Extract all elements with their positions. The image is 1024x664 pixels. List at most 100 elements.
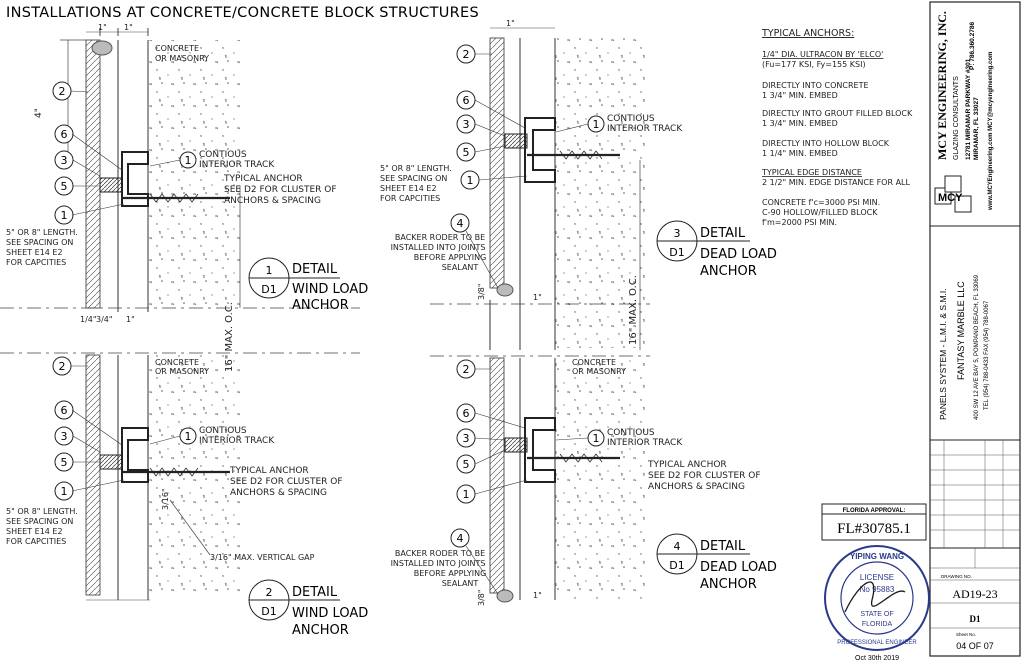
detail-4-drawing <box>430 355 650 603</box>
firm-web: www.MCYEngineering.com MCY@mcyengineerin… <box>988 52 994 211</box>
svg-text:D1: D1 <box>261 605 276 618</box>
callout-1-c2: 1 <box>587 115 605 133</box>
svg-text:6: 6 <box>61 128 68 141</box>
callout-1-a: 1 <box>54 205 74 225</box>
callout-1-c: 1 <box>460 170 480 190</box>
svg-text:WIND LOAD: WIND LOAD <box>292 606 368 621</box>
seal-professional: PROFESSIONAL ENGINEER <box>837 640 917 646</box>
firm-sub: GLAZING CONSULTANTS <box>953 76 960 160</box>
backer-note-c2: INSTALLED INTO JOINTS <box>391 243 486 252</box>
backer-note-d4: SEALANT <box>442 579 479 588</box>
svg-text:1 1/4" MIN. EMBED: 1 1/4" MIN. EMBED <box>762 149 838 158</box>
svg-text:DEAD LOAD: DEAD LOAD <box>700 560 777 575</box>
svg-text:1: 1 <box>593 432 600 445</box>
detail-tags: 1 D1 DETAIL WIND LOAD ANCHOR 2 D1 DETAIL… <box>248 220 777 638</box>
svg-text:3: 3 <box>61 154 68 167</box>
svg-text:ANCHOR: ANCHOR <box>700 577 757 592</box>
svg-text:1: 1 <box>185 154 192 167</box>
backer-note-d3: BEFORE APPLYING <box>414 569 487 578</box>
svg-text:MCY: MCY <box>938 192 963 204</box>
svg-text:DEAD LOAD: DEAD LOAD <box>700 247 777 262</box>
callout-3-c: 3 <box>456 114 476 134</box>
svg-text:1/4" DIA. ULTRACON BY 'ELCO': 1/4" DIA. ULTRACON BY 'ELCO' <box>762 50 883 59</box>
concrete-note-b2: OR MASONRY <box>155 367 209 376</box>
track-d1: CONTIOUS <box>607 428 655 438</box>
backer-note-c3: BEFORE APPLYING <box>414 253 487 262</box>
anchor-note-a3: ANCHORS & SPACING <box>224 196 321 206</box>
detail-tag-1: 1 D1 DETAIL WIND LOAD ANCHOR <box>248 257 368 313</box>
svg-text:2: 2 <box>266 586 273 599</box>
anchor-note-d1: TYPICAL ANCHOR <box>647 460 727 470</box>
anchor-note-a1: TYPICAL ANCHOR <box>223 174 303 184</box>
length-note-a4: FOR CAPCITIES <box>6 258 66 267</box>
callout-5-c: 5 <box>456 142 476 162</box>
svg-text:1: 1 <box>593 118 600 131</box>
svg-text:2: 2 <box>463 48 470 61</box>
dim-quarter: 1/4" <box>80 315 97 324</box>
dim-1in-c: 1" <box>506 19 515 28</box>
seal-license: LICENSE <box>860 573 894 582</box>
anchor-note-a2: SEE D2 FOR CLUSTER OF <box>224 185 337 195</box>
mcy-logo: MCY <box>934 175 972 213</box>
svg-text:D1: D1 <box>261 283 276 296</box>
svg-text:1 3/4" MIN. EMBED: 1 3/4" MIN. EMBED <box>762 91 838 100</box>
detail-tag-4: 4 D1 DETAIL DEAD LOAD ANCHOR <box>656 533 777 592</box>
svg-text:5: 5 <box>61 180 68 193</box>
anchor-note-d3: ANCHORS & SPACING <box>648 482 745 492</box>
seal-number: No 95883 <box>860 585 895 594</box>
svg-text:2: 2 <box>463 363 470 376</box>
svg-text:2 1/2" MIN. EDGE DISTANCE FOR: 2 1/2" MIN. EDGE DISTANCE FOR ALL <box>762 178 911 187</box>
detail-1-drawing <box>0 28 360 312</box>
svg-text:2: 2 <box>59 360 66 373</box>
svg-text:C-90 HOLLOW/FILLED BLOCK: C-90 HOLLOW/FILLED BLOCK <box>762 208 878 217</box>
sheet-number: 04 OF 07 <box>956 641 994 651</box>
callout-3-d: 3 <box>456 428 476 448</box>
svg-text:5: 5 <box>61 456 68 469</box>
max-oc-a: 16" MAX. O.C. <box>224 302 235 372</box>
seal-name: YIPING WANG <box>850 552 904 561</box>
firm-addr2: MIRAMAR, FL 33027 <box>973 97 980 160</box>
track-c1: CONTIOUS <box>607 114 655 124</box>
dim-316: 3/16" <box>161 488 170 510</box>
svg-text:D1: D1 <box>669 246 684 259</box>
track-a1: CONTIOUS <box>199 150 247 160</box>
svg-text:5: 5 <box>463 458 470 471</box>
track-b2: INTERIOR TRACK <box>199 436 275 446</box>
callout-1-b: 1 <box>54 481 74 501</box>
svg-text:FL#30785.1: FL#30785.1 <box>837 521 911 537</box>
annotations: CONCRETE OR MASONRY CONCRETE OR MASONRY … <box>6 19 761 606</box>
length-note-c4: FOR CAPCITIES <box>380 194 440 203</box>
callout-1-d2: 1 <box>587 429 605 447</box>
dim-1in-a2: 1" <box>124 23 133 32</box>
notes-heading: TYPICAL ANCHORS: <box>761 28 854 39</box>
anchor-note-d2: SEE D2 FOR CLUSTER OF <box>648 471 761 481</box>
callouts: 2 6 3 5 1 1 2 6 3 5 1 1 2 6 3 5 1 4 1 2 … <box>52 44 605 548</box>
callout-2-c: 2 <box>456 44 476 64</box>
svg-text:1: 1 <box>467 174 474 187</box>
title-block: MCY MCY ENGINEERING, INC. GLAZING CONSUL… <box>929 1 1021 657</box>
dim-4in: 4" <box>34 108 44 118</box>
dim-38-c: 3/8" <box>477 283 486 300</box>
backer-note-d2: INSTALLED INTO JOINTS <box>391 559 486 568</box>
length-note-a1: 5" OR 8" LENGTH. <box>6 228 78 237</box>
svg-text:DIRECTLY INTO HOLLOW BLOCK: DIRECTLY INTO HOLLOW BLOCK <box>762 139 890 148</box>
concrete-note-a1: CONCRETE <box>155 44 199 53</box>
length-note-c2: SEE SPACING ON <box>380 174 447 183</box>
anchor-note-b3: ANCHORS & SPACING <box>230 488 327 498</box>
track-b1: CONTIOUS <box>199 426 247 436</box>
callout-1-a2: 1 <box>179 151 197 169</box>
svg-text:3: 3 <box>61 430 68 443</box>
seal-florida: FLORIDA <box>862 621 893 628</box>
svg-text:3: 3 <box>674 227 681 240</box>
dim-1in-d: 1" <box>533 591 542 600</box>
callout-6-d: 6 <box>456 403 476 423</box>
drawing-title: INSTALLATIONS AT CONCRETE/CONCRETE BLOCK… <box>6 5 479 21</box>
svg-text:DIRECTLY INTO GROUT FILLED BLO: DIRECTLY INTO GROUT FILLED BLOCK <box>762 109 913 118</box>
svg-text:6: 6 <box>61 404 68 417</box>
concrete-note-b1: CONCRETE <box>155 358 199 367</box>
svg-text:6: 6 <box>463 407 470 420</box>
typical-anchor-notes: TYPICAL ANCHORS: 1/4" DIA. ULTRACON BY '… <box>761 28 913 227</box>
project-title: PANELS SYSTEM - L.M.I. & S.M.I. <box>938 288 948 420</box>
dim-1in-b: 1" <box>126 315 135 324</box>
